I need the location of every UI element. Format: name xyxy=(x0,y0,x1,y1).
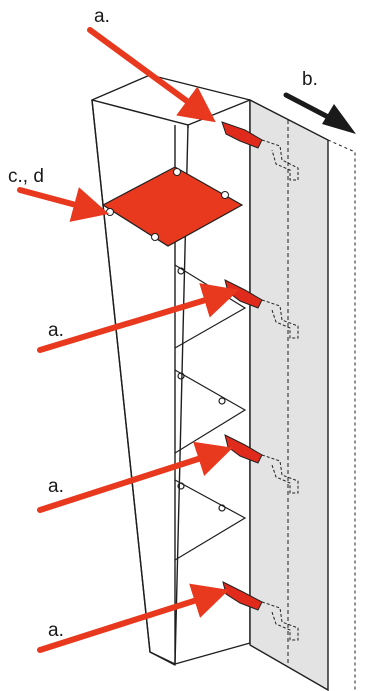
cabinet-body xyxy=(91,74,251,666)
label-b: b. xyxy=(302,69,318,90)
cabinet-door xyxy=(249,98,329,691)
label-c-d: c., d xyxy=(8,166,44,187)
arrow-b xyxy=(283,92,356,134)
open-door-outline xyxy=(327,139,356,691)
label-a-bottom: a. xyxy=(48,620,64,641)
pointer-arrow-icon xyxy=(17,27,239,653)
highlighted-shelf xyxy=(101,166,244,247)
shelf-2 xyxy=(174,264,247,349)
arrow-a-bottom xyxy=(37,583,229,653)
arrow-cd xyxy=(17,187,109,222)
shelf-4 xyxy=(174,479,247,561)
label-a-top: a. xyxy=(94,6,110,27)
arrow-a-mid2 xyxy=(37,441,233,513)
glass-shelves xyxy=(174,264,247,561)
arrow-a-mid1 xyxy=(37,283,239,353)
shelf-3 xyxy=(174,369,247,454)
label-a-mid1: a. xyxy=(48,320,64,341)
arrow-a-top xyxy=(87,27,216,123)
label-a-mid2: a. xyxy=(48,476,64,497)
hinge-icon xyxy=(221,121,299,181)
